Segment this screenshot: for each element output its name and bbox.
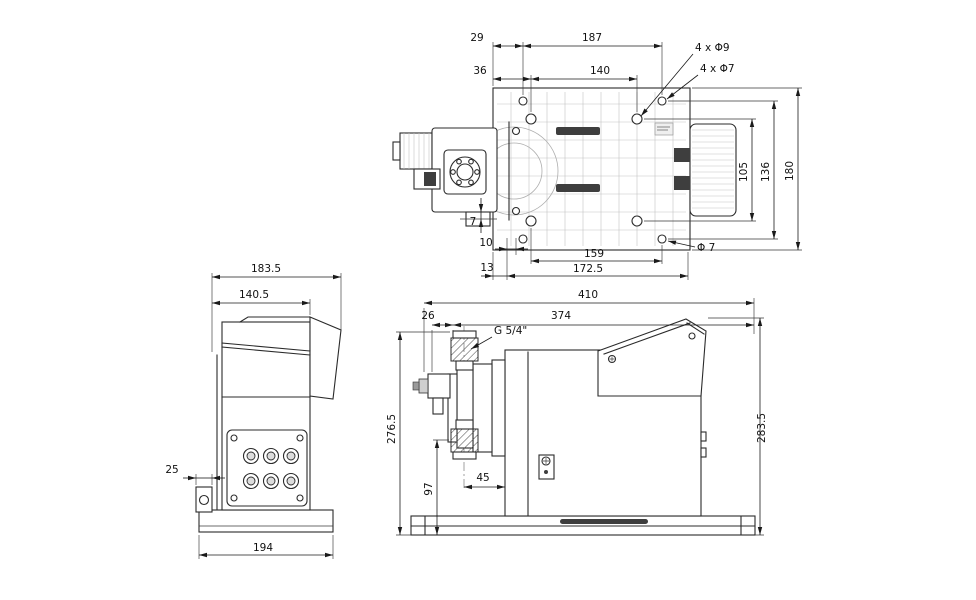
side-view-body — [410, 318, 756, 536]
dim-374: 374 — [551, 310, 571, 322]
top-view-motor — [654, 122, 737, 217]
callout-thread: G 5/4" — [494, 325, 527, 337]
dim-180: 180 — [784, 161, 796, 181]
side-view-dimensions: 410 26 374 G 5/4" 276.5 97 45 283.5 — [386, 289, 768, 536]
front-view-control-panel — [226, 429, 308, 507]
dim-410: 410 — [578, 289, 598, 301]
callout-d7: Φ 7 — [697, 242, 715, 254]
top-view-plate — [469, 87, 691, 251]
top-view-dimensions: 29 187 36 140 4 x Φ9 4 x Φ7 105 136 180 … — [470, 32, 802, 280]
dim-26: 26 — [421, 310, 435, 322]
dim-140-5: 140.5 — [239, 289, 269, 301]
side-view-dosing-head — [412, 326, 506, 490]
side-view: 410 26 374 G 5/4" 276.5 97 45 283.5 — [386, 289, 768, 536]
dim-25: 25 — [165, 464, 178, 476]
nameplate-lines — [657, 126, 670, 131]
dim-97: 97 — [423, 482, 435, 495]
dim-10: 10 — [479, 237, 492, 249]
dim-136: 136 — [760, 162, 772, 182]
dim-159: 159 — [584, 248, 604, 260]
dim-283-5: 283.5 — [756, 413, 768, 443]
dim-13: 13 — [480, 262, 493, 274]
callout-4xd7: 4 x Φ7 — [700, 63, 735, 75]
front-view-dimensions: 183.5 140.5 25 194 — [165, 263, 342, 559]
top-view-holes — [511, 96, 667, 244]
panel-buttons — [242, 447, 300, 490]
dim-276-5: 276.5 — [386, 414, 398, 444]
callout-4xd9: 4 x Φ9 — [695, 42, 730, 54]
dim-29: 29 — [470, 32, 483, 44]
dim-140: 140 — [590, 65, 610, 77]
dim-172-5: 172.5 — [573, 263, 603, 275]
dim-194: 194 — [253, 542, 273, 554]
dim-183-5: 183.5 — [251, 263, 281, 275]
dim-45: 45 — [476, 472, 489, 484]
dim-187: 187 — [582, 32, 602, 44]
dim-36: 36 — [473, 65, 487, 77]
front-view: 183.5 140.5 25 194 — [165, 263, 342, 559]
dim-7: 7 — [470, 216, 477, 228]
top-view-pump-head — [392, 127, 498, 227]
dim-105: 105 — [738, 162, 750, 182]
top-view: 29 187 36 140 4 x Φ9 4 x Φ7 105 136 180 … — [392, 32, 802, 280]
